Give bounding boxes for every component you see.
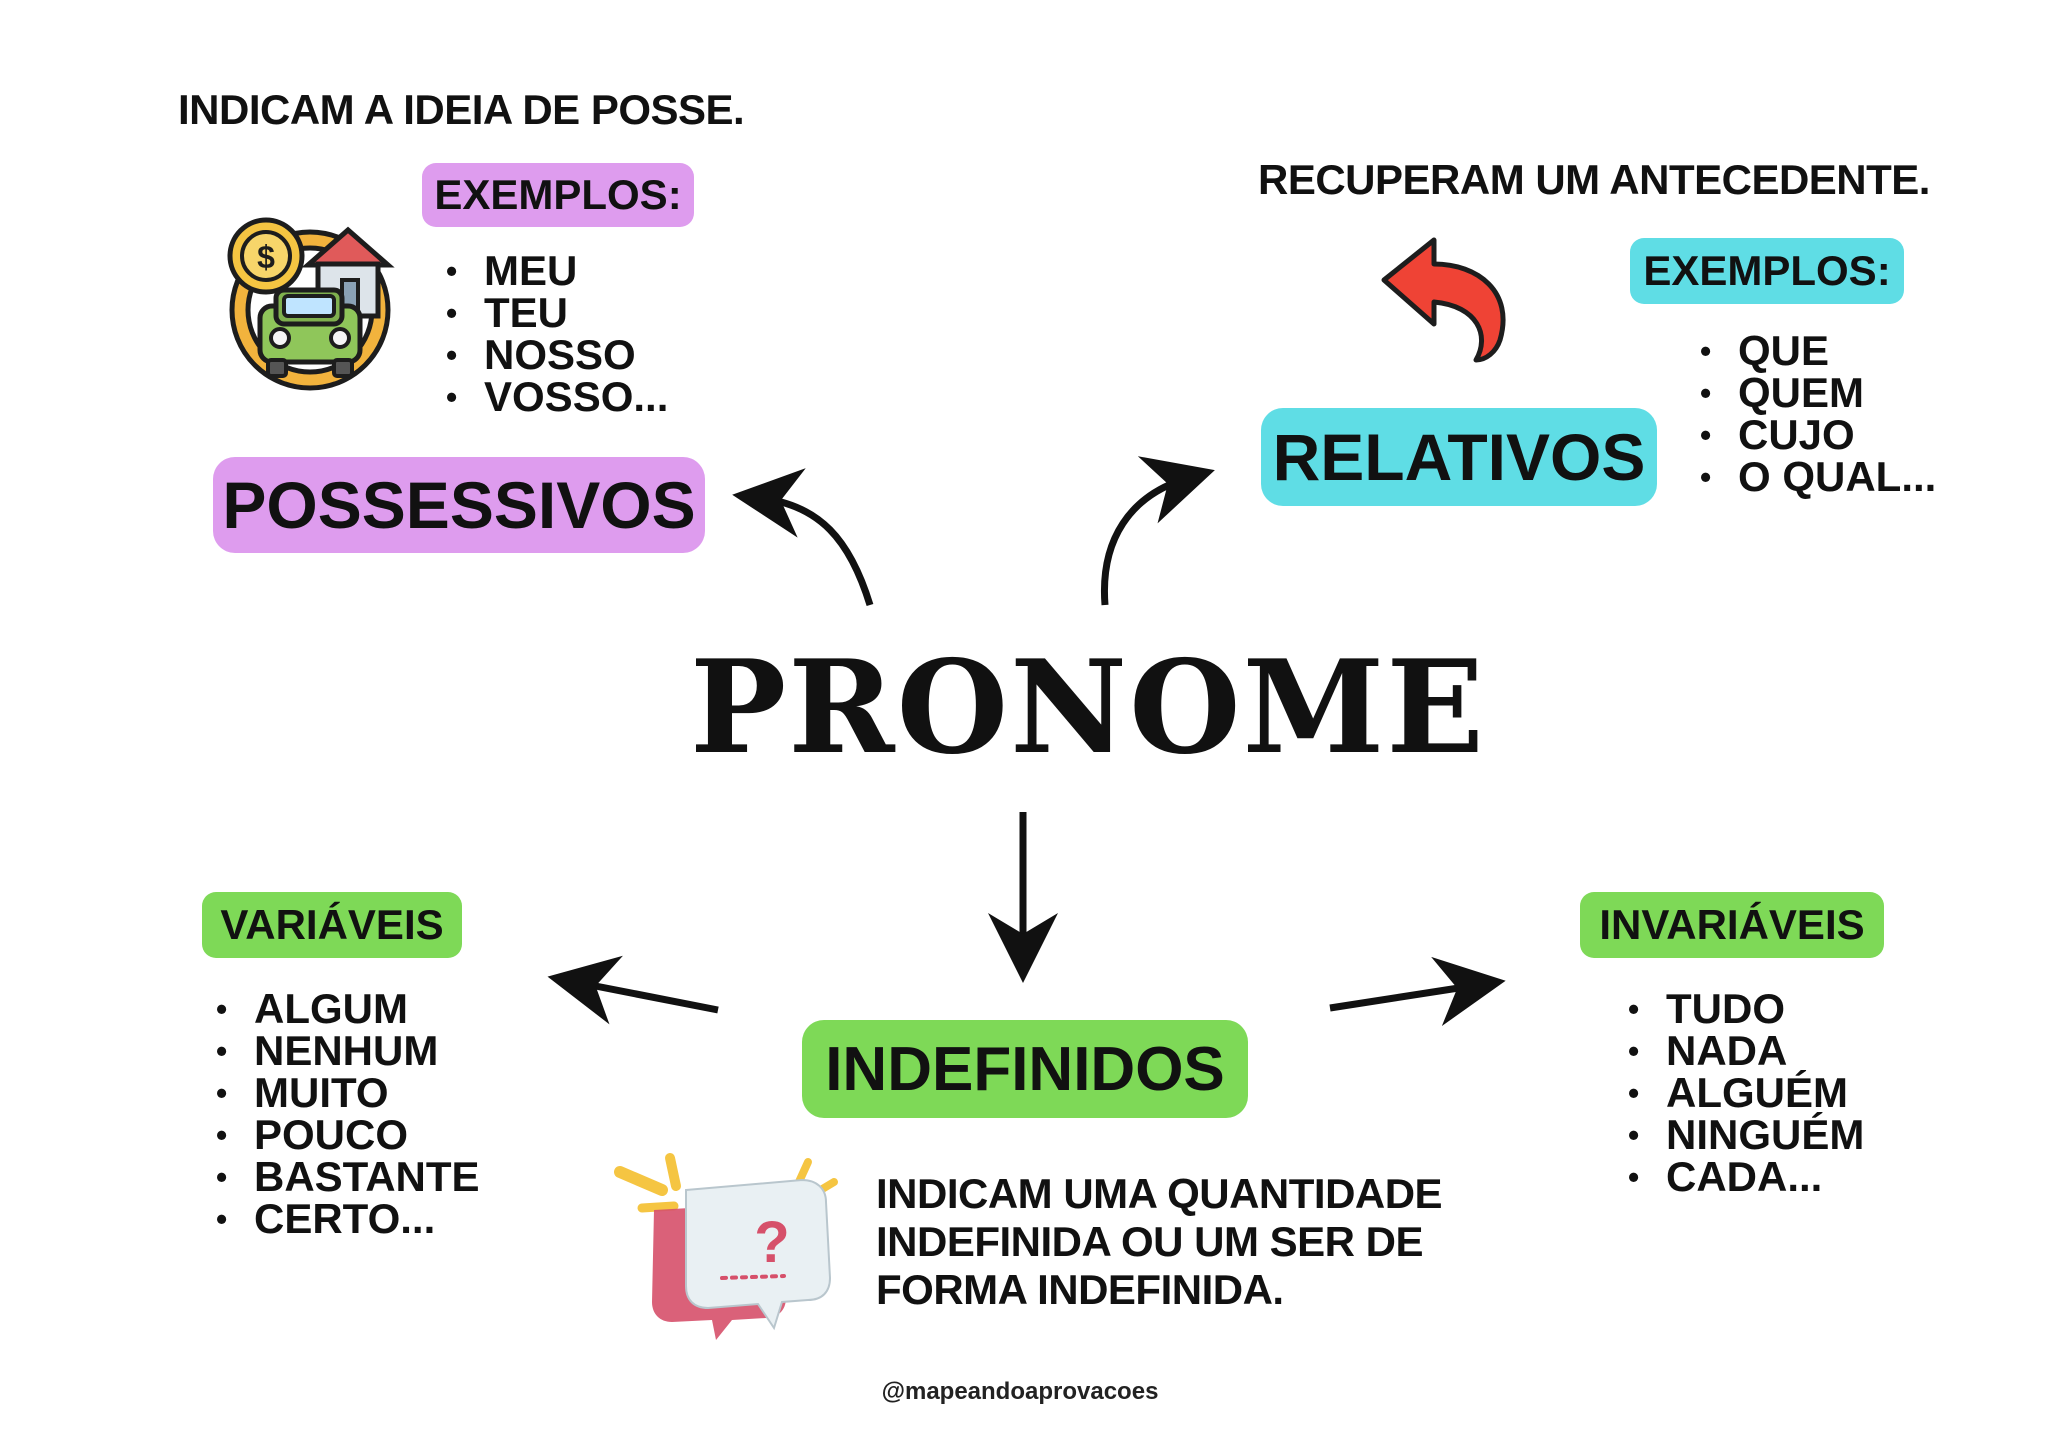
list-item: CERTO... — [216, 1198, 480, 1241]
main-title: PRONOME — [690, 633, 1486, 783]
possessivos-box: POSSESSIVOS — [213, 457, 705, 553]
possessivos-examples-list: MEU TEU NOSSO VOSSO... — [446, 250, 668, 419]
description-line: INDICAM UMA QUANTIDADE — [876, 1170, 1443, 1217]
relativos-box: RELATIVOS — [1261, 408, 1657, 506]
list-item: CUJO — [1700, 414, 1936, 457]
relativos-examples-list: QUE QUEM CUJO O QUAL... — [1700, 330, 1936, 499]
list-item: POUCO — [216, 1114, 480, 1157]
list-item: TUDO — [1628, 988, 1864, 1031]
list-item: NENHUM — [216, 1030, 480, 1073]
invariaveis-tag: INVARIÁVEIS — [1580, 892, 1884, 958]
indefinidos-description: INDICAM UMA QUANTIDADE INDEFINIDA OU UM … — [876, 1170, 1443, 1314]
list-item: CADA... — [1628, 1156, 1864, 1199]
list-item: TEU — [446, 292, 668, 335]
money-house-car-icon: $ — [227, 217, 395, 391]
arrow-to-variaveis — [547, 955, 719, 1025]
arrow-to-relativos — [1100, 456, 1215, 606]
description-line: INDEFINIDA OU UM SER DE — [876, 1218, 1423, 1265]
list-item: MUITO — [216, 1072, 480, 1115]
list-item: NOSSO — [446, 334, 668, 377]
indefinidos-box: INDEFINIDOS — [802, 1020, 1248, 1118]
relativos-examples-tag: EXEMPLOS: — [1630, 238, 1904, 304]
svg-text:$: $ — [257, 239, 275, 275]
list-item: ALGUÉM — [1628, 1072, 1864, 1115]
list-item: NADA — [1628, 1030, 1864, 1073]
arrow-to-possessivos — [732, 468, 874, 607]
list-item: QUE — [1700, 330, 1936, 373]
list-item: BASTANTE — [216, 1156, 480, 1199]
list-item: ALGUM — [216, 988, 480, 1031]
possessivos-examples-tag: EXEMPLOS: — [422, 163, 694, 227]
author-credit: @mapeandoaprovacoes — [881, 1378, 1159, 1405]
description-line: FORMA INDEFINIDA. — [876, 1266, 1284, 1313]
list-item: NINGUÉM — [1628, 1114, 1864, 1157]
question-speech-bubble-icon: ? — [614, 1153, 838, 1340]
variaveis-tag: VARIÁVEIS — [202, 892, 462, 958]
list-item: O QUAL... — [1700, 456, 1936, 499]
list-item: QUEM — [1700, 372, 1936, 415]
list-item: VOSSO... — [446, 376, 668, 419]
relativos-description: RECUPERAM UM ANTECEDENTE. — [1258, 156, 1930, 203]
possessivos-description: INDICAM A IDEIA DE POSSE. — [178, 86, 745, 133]
variaveis-list: ALGUM NENHUM MUITO POUCO BASTANTE CERTO.… — [216, 988, 480, 1241]
invariaveis-list: TUDO NADA ALGUÉM NINGUÉM CADA... — [1628, 988, 1864, 1199]
svg-text:?: ? — [754, 1210, 789, 1275]
curved-back-arrow-icon — [1381, 237, 1506, 363]
list-item: MEU — [446, 250, 668, 293]
arrow-to-invariaveis — [1329, 956, 1506, 1027]
